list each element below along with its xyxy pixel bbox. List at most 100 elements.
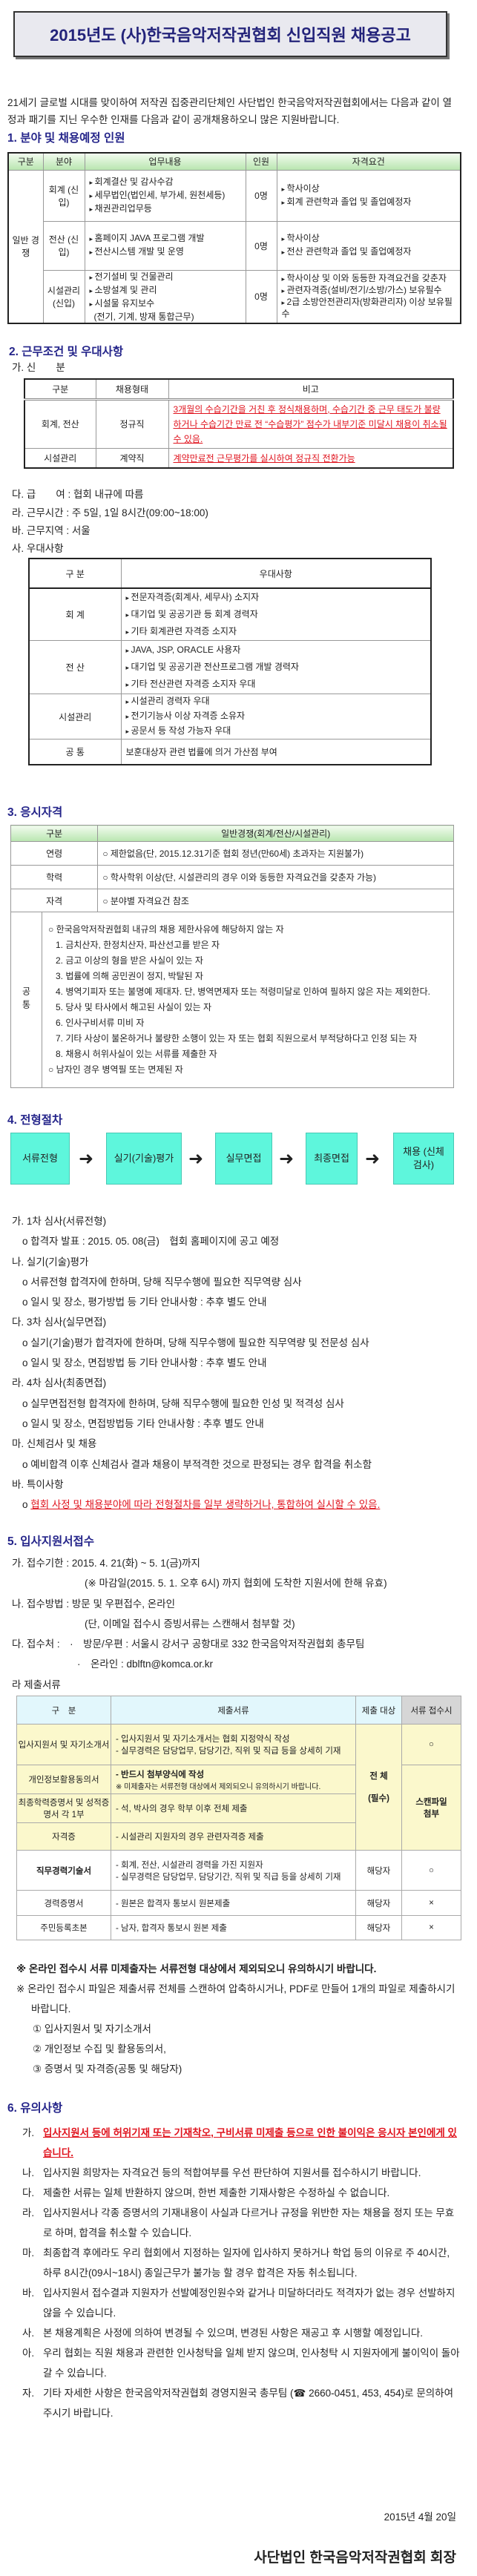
scan-mark: ○ — [401, 1724, 461, 1765]
flow-step-document: 서류전형 — [10, 1133, 70, 1185]
scan-mark: ○ — [401, 1850, 461, 1891]
doc-name: 직무경력기술서 — [16, 1850, 111, 1891]
arrow-right-icon: ➜ — [279, 1149, 295, 1169]
procedure-list: 가. 1차 심사(서류전형) o 합격자 발표 : 2015. 05. 08(금… — [12, 1211, 380, 1515]
method-note: (단, 이메일 접수시 증빙서류는 스캔해서 첨부할 것) — [85, 1618, 295, 1630]
pref-text: 보훈대상자 관련 법률에 의거 가산점 부여 — [120, 739, 432, 765]
doc-desc: - 회계, 전산, 시설관리 경력을 가진 지원자 — [116, 1860, 263, 1870]
req-item: 학사이상 — [282, 182, 461, 196]
caution-item: 본 채용계획은 사정에 의하여 변경될 수 있으며, 변경된 사항은 재공고 후… — [43, 2328, 424, 2339]
file-item: ③ 증명서 및 자격증(공통 및 해당자) — [33, 2063, 182, 2075]
section-4-heading: 4. 전형절차 — [7, 1114, 63, 1127]
doc-name: 개인정보활용동의서 — [16, 1765, 111, 1794]
req-item: 학사이상 — [282, 232, 461, 246]
common-intro: ○ 한국음악저작권협회 내규의 채용 제한사유에 해당하지 않는 자 — [48, 924, 284, 935]
restriction-item: 5. 당사 및 타사에서 해고된 사실이 있는 자 — [56, 1002, 211, 1012]
procedure-item: o 일시 및 장소, 평가방법 등 기타 안내사항 : 추후 별도 안내 — [22, 1297, 267, 1308]
restriction-item: 7. 기타 사상이 불온하거나 불량한 소행이 있는 자 또는 협회 직원으로서… — [56, 1033, 418, 1044]
file-item: ② 개인정보 수집 및 활용동의서, — [33, 2043, 166, 2055]
count-cell: 0명 — [245, 220, 277, 271]
place-text: 바. 근무지역 : 서울 — [12, 525, 91, 536]
item-marker: 다. — [22, 2187, 35, 2198]
arrow-right-icon: ➜ — [79, 1149, 94, 1169]
application-info: 가. 접수기한 : 2015. 4. 21(화) ~ 5. 1(금)까지 (※ … — [12, 1553, 387, 1695]
announcement-date: 2015년 4월 20일 — [384, 2511, 456, 2523]
scan-mark: × — [401, 1915, 461, 1940]
restriction-item: 3. 법률에 의해 공민권이 정지, 박탈된 자 — [56, 971, 203, 981]
pref-item: 공문서 등 작성 가능자 우대 — [126, 724, 431, 739]
restriction-item: 1. 금치산자, 한정치산자, 파산선고를 받은 자 — [56, 940, 220, 950]
scan-mark: × — [401, 1890, 461, 1916]
common-label: 공통 — [10, 912, 42, 1088]
table-row: 공통 ○ 한국음악저작권협회 내규의 채용 제한사유에 해당하지 않는 자 1.… — [10, 912, 454, 1088]
submission-notes: ※ 온라인 접수시 서류 미제출자는 서류전형 대상에서 제외되오니 유의하시기… — [16, 1959, 461, 2079]
restriction-item: 8. 채용시 허위사실이 있는 서류를 제출한 자 — [56, 1049, 217, 1059]
employment-type-label: 가. 신 분 — [12, 362, 65, 373]
table-row: 일반 경쟁 회계 (신입) 회계결산 및 감사수감세무법인(법인세, 부가세, … — [7, 169, 461, 323]
col-header: 제출 대상 — [355, 1696, 402, 1725]
flow-step-practical: 실기(기술)평가 — [106, 1133, 182, 1185]
pref-item: 시설관리 경력자 우대 — [126, 694, 431, 709]
procedure-item: o 합격자 발표 : 2015. 05. 08(금) 협회 홈페이지에 공고 예… — [22, 1236, 280, 1248]
count-cell: 0명 — [245, 169, 277, 222]
table-row: 학력○ 학사학위 이상(단, 시설관리의 경우 이와 동등한 자격요건을 갖춘자… — [10, 865, 454, 889]
col-header: 구 분 — [28, 558, 122, 589]
pref-item: 전기기능사 이상 자격증 소유자 — [126, 709, 431, 724]
procedure-item: o 실기(기술)평가 합격자에 한하며, 당해 직무수행에 필요한 직무역량 및… — [22, 1337, 369, 1348]
duty-item: 회계결산 및 감사수감 — [90, 176, 246, 189]
item-marker: 아. — [22, 2348, 35, 2359]
col-header: 구분 — [7, 152, 44, 171]
duty-item: 홈페이지 JAVA 프로그램 개발 — [90, 232, 246, 246]
doc-name: 최종학력증명서 및 성적증명서 각 1부 — [16, 1793, 111, 1823]
div-cell: 시설관리 — [28, 694, 122, 739]
item-marker: 마. — [22, 2247, 35, 2259]
duty-item: 세무법인(법인세, 부가세, 원천세등) — [90, 189, 246, 202]
doc-desc: - 입사지원서 및 자기소개서는 협회 지정약식 작성 — [116, 1735, 290, 1744]
col-header: 채용형태 — [95, 378, 169, 400]
col-header: 인원 — [245, 152, 277, 171]
item-marker: 라. — [22, 2207, 35, 2218]
page-title: 2015년도 (사)한국음악저작권협회 신입직원 채용공고 — [13, 11, 447, 57]
doc-target: 해당자 — [355, 1890, 402, 1916]
note-text: ※ 온라인 접수시 파일은 제출서류 전체를 스캔하여 압축하시거나, PDF로… — [16, 1983, 455, 2015]
arrow-right-icon: ➜ — [365, 1149, 381, 1169]
procedure-heading: 나. 실기(기술)평가 — [12, 1256, 89, 1268]
procedure-item: o 예비합격 이후 신체검사 결과 채용이 부적격한 것으로 판정되는 경우 합… — [22, 1458, 372, 1470]
pref-item: 전문자격증(회계사, 세무사) 소지자 — [126, 589, 431, 606]
duty-item: 시설물 유지보수 — [90, 297, 246, 311]
table-row: 입사지원서 및 자기소개서- 입사지원서 및 자기소개서는 협회 지정약식 작성… — [16, 1724, 461, 1851]
caution-item: 제출한 서류는 일체 반환하지 않으며, 한번 제출한 기재사항은 수정하실 수… — [43, 2187, 390, 2198]
section-2-heading: 2. 근무조건 및 우대사항 — [9, 346, 124, 358]
online-email[interactable]: · 온라인 : dblftn@komca.or.kr — [77, 1658, 214, 1670]
pref-item: 대기업 및 공공기관 전산프로그램 개발 경력자 — [126, 659, 431, 676]
div-cell: 자격 — [10, 889, 99, 912]
procedure-item: o 일시 및 장소, 면접방법등 기타 안내사항 : 추후 별도 안내 — [22, 1417, 264, 1429]
section-3-heading: 3. 응시자격 — [7, 806, 63, 819]
col-header: 일반경쟁(회계/전산/시설관리) — [97, 825, 454, 842]
note-cell: 3개월의 수습기간을 거친 후 정식채용하며, 수습기간 중 근무 태도가 불량… — [168, 398, 454, 449]
procedure-item: o 서류전형 합격자에 한하며, 당해 직무수행에 필요한 직무역량 심사 — [22, 1276, 302, 1288]
flow-step-hire: 채용 (신체검사) — [393, 1133, 454, 1185]
place-text: 다. 접수처 : · 방문/우편 : 서울시 강서구 공항대로 332 한국음악… — [12, 1638, 365, 1650]
req-item: 전산 관련학과 졸업 및 졸업예정자 — [282, 246, 461, 259]
type-cell: 계약직 — [95, 447, 169, 469]
field-cell: 시설관리 (신입) — [42, 269, 85, 323]
doc-desc: - 실무경력은 담당업무, 담당기간, 직위 및 직급 등을 상세히 기재 — [116, 1747, 341, 1756]
div-cell: 전 산 — [28, 640, 122, 694]
item-marker: 가. — [22, 2127, 35, 2138]
doc-name: 경력증명서 — [16, 1890, 111, 1916]
req-item: 2급 소방안전관리자(방화관리자) 이상 보유필수 — [282, 297, 461, 320]
note-cell: 계약만료전 근무평가를 실시하여 정규직 전환가능 — [168, 447, 454, 469]
caution-item: 입사지원서 등에 허위기재 또는 기재착오, 구비서류 미제출 등으로 인한 불… — [43, 2127, 457, 2158]
pref-item: 기타 회계관련 자격증 소지자 — [126, 623, 431, 640]
caution-item: 우리 협회는 직원 채용과 관련한 인사청탁을 일체 받지 않으며, 인사청탁 … — [43, 2348, 460, 2379]
div-cell: 공 통 — [28, 739, 122, 765]
signature: 사단법인 한국음악저작권협회 회장 — [254, 2550, 456, 2566]
procedure-item: o 실무면접전형 합격자에 한하며, 당해 직무수행에 필요한 인성 및 적격성… — [22, 1397, 344, 1409]
item-marker: 사. — [22, 2328, 35, 2339]
table-row: 전산 (신입) 홈페이지 JAVA 프로그램 개발전산시스템 개발 및 운영 0… — [8, 220, 461, 271]
